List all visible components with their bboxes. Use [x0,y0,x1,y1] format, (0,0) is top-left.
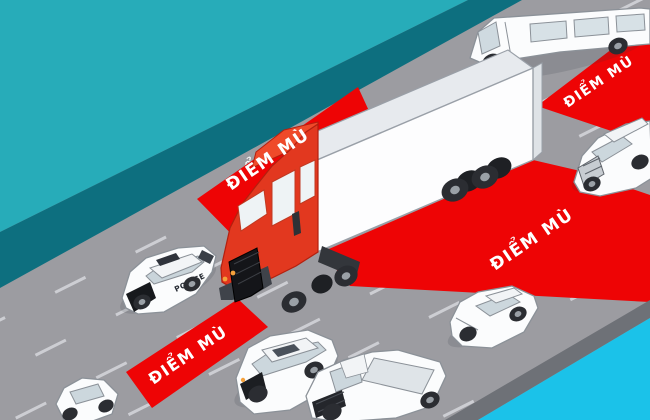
cab-side-window [299,159,316,205]
cab-mirror [292,211,301,236]
blind-spot-zone-front [126,299,268,408]
cab-headlight [222,276,228,282]
trailer-wheels [441,157,512,202]
suv-grille [240,372,266,400]
white-hatchback [55,377,119,420]
suv-sunroof [272,344,300,357]
white-sports-car [447,285,539,349]
blind-spot-zone-right [322,160,650,302]
trailer-rear-edge [532,62,543,162]
semi-truck-trailer [290,49,543,278]
white-suv-right [571,117,650,197]
police-car: POLICE [120,245,217,315]
police-light-bar [156,253,180,266]
semi-truck-cab [219,121,358,313]
teal-curb-stripe [0,0,522,288]
lower-curb-stripe [445,300,650,420]
cab-windshield [237,189,268,232]
cyan-lower-corner [478,318,650,420]
cab-headlight [230,270,236,276]
cab-grille [228,247,264,303]
white-suv-bottom [234,329,339,415]
white-pickup-truck [305,349,447,420]
white-van [469,7,650,81]
